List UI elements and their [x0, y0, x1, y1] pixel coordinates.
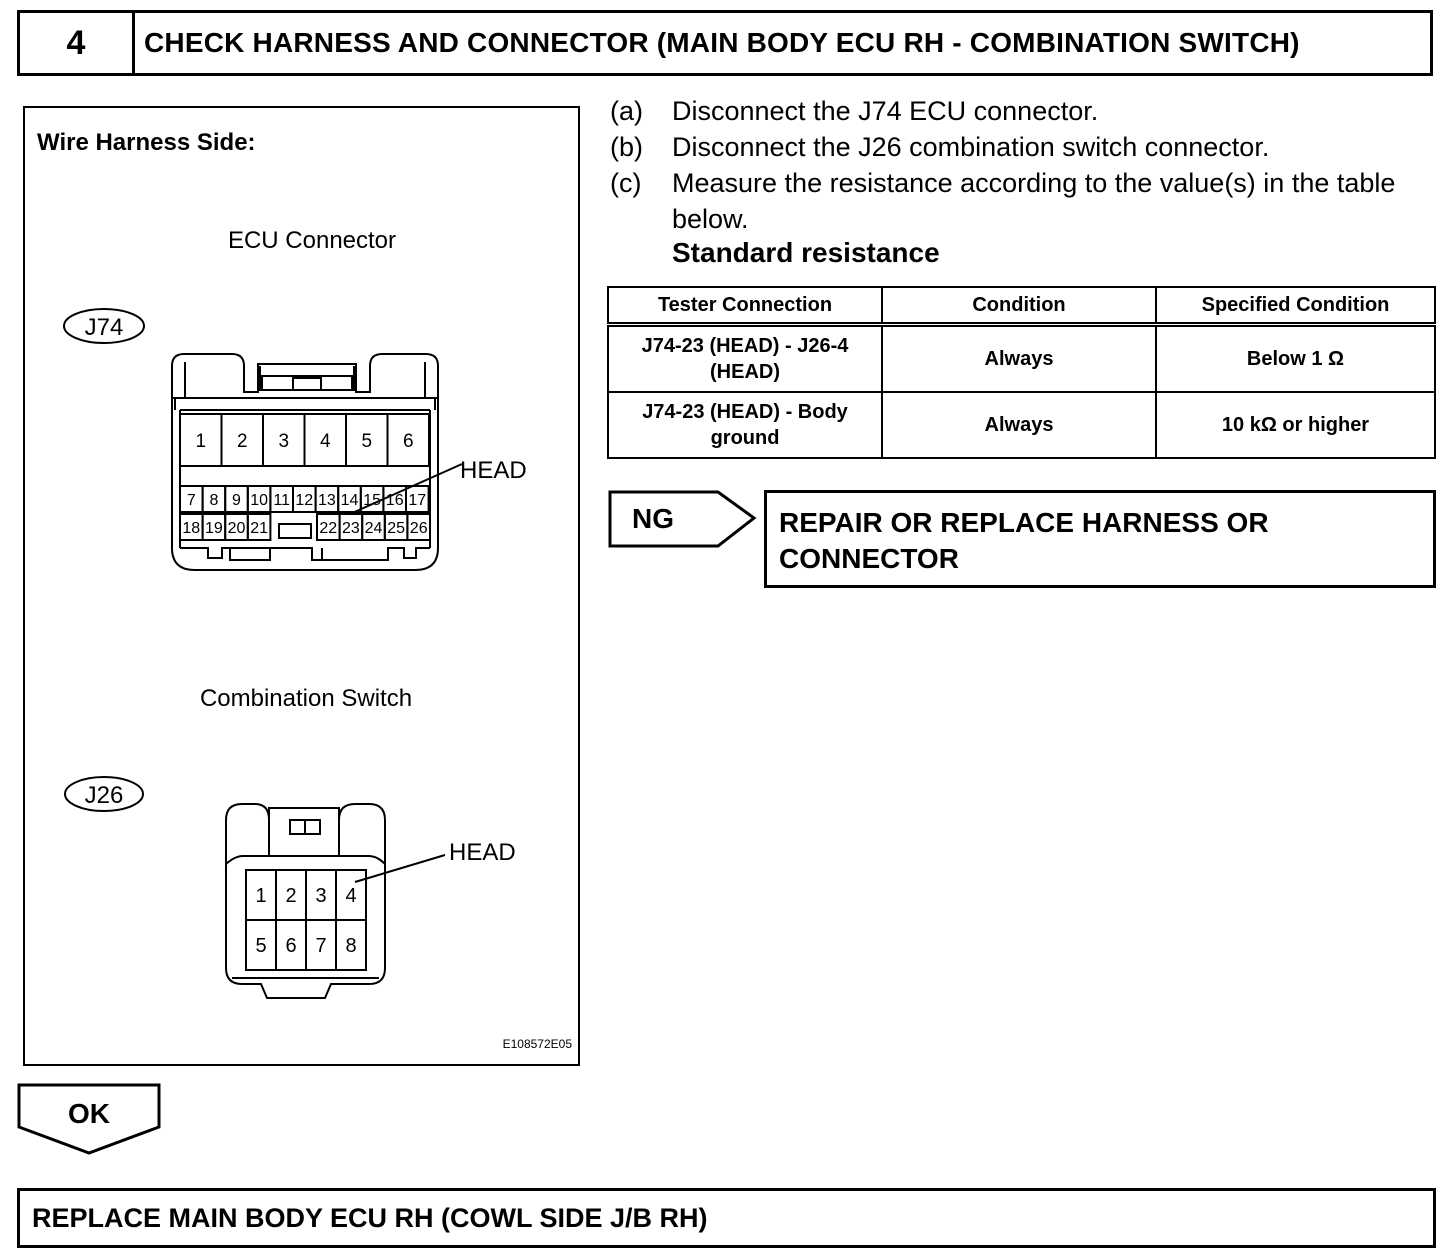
specified-condition-cell: Below 1 Ω [1155, 323, 1436, 393]
header-tester-connection: Tester Connection [607, 286, 883, 327]
ecu-pin-label: 19 [205, 520, 223, 537]
header-condition: Condition [881, 286, 1157, 327]
switch-pin-label: 5 [255, 935, 266, 957]
instruction-text: Measure the resistance according to the … [672, 168, 1396, 234]
switch-head-leader-line [354, 854, 446, 883]
ecu-pin-cell [406, 513, 431, 541]
step-title: CHECK HARNESS AND CONNECTOR (MAIN BODY E… [144, 27, 1300, 58]
ok-arrow: OK [17, 1083, 161, 1155]
condition-cell: Always [881, 391, 1157, 459]
instruction-letter: (c) [610, 168, 642, 198]
j74-badge: J74 [63, 308, 145, 344]
switch-head-callout: HEAD [449, 839, 516, 866]
table-row: J74-23 (HEAD) - Body ground Always 10 kΩ… [607, 391, 1436, 459]
switch-pin-label: 3 [315, 885, 326, 907]
tester-connection-cell: J74-23 (HEAD) - J26-4 (HEAD) [607, 323, 883, 393]
instruction-text: Disconnect the J26 combination switch co… [672, 132, 1270, 162]
ecu-pin-label: 2 [237, 431, 248, 452]
tester-connection-cell: J74-23 (HEAD) - Body ground [607, 391, 883, 459]
switch-pin-label: 8 [345, 935, 356, 957]
ecu-pin-label: 5 [361, 431, 372, 452]
ecu-pin-label: 17 [408, 492, 426, 509]
ecu-pin-label: 4 [320, 431, 331, 452]
table-row: J74-23 (HEAD) - J26-4 (HEAD) Always Belo… [607, 323, 1436, 393]
instruction-item: (b) Disconnect the J26 combination switc… [610, 129, 1450, 165]
ecu-pin-label: 1 [195, 431, 206, 452]
figure-code: E108572E05 [503, 1037, 573, 1051]
ecu-connector-title: ECU Connector [228, 227, 396, 254]
j26-label: J26 [85, 782, 124, 809]
ecu-pin-cell [246, 513, 272, 541]
wire-harness-side-label: Wire Harness Side: [37, 129, 256, 156]
specified-condition-cell: 10 kΩ or higher [1155, 391, 1436, 459]
ecu-pin-label: 21 [250, 520, 268, 537]
j26-badge: J26 [64, 776, 144, 812]
combination-switch-title: Combination Switch [200, 685, 412, 712]
instruction-item: (c) Measure the resistance according to … [610, 165, 1450, 237]
ecu-pin-cell [386, 413, 430, 467]
ecu-pin-label: 14 [341, 492, 359, 509]
ecu-pin-label: 22 [319, 520, 337, 537]
switch-pin-label: 7 [315, 935, 326, 957]
ecu-pin-label: 25 [387, 520, 405, 537]
step-number: 4 [20, 13, 135, 73]
standard-resistance-title: Standard resistance [672, 237, 940, 268]
switch-pin-cell [335, 919, 367, 971]
final-action-text: REPLACE MAIN BODY ECU RH (COWL SIDE J/B … [32, 1202, 708, 1233]
instruction-letter: (a) [610, 96, 643, 126]
ecu-pin-label: 8 [209, 492, 218, 509]
ng-label: NG [632, 503, 674, 534]
ecu-head-leader-line [349, 463, 463, 515]
ecu-pin-label: 23 [342, 520, 360, 537]
ecu-pin-cell [405, 485, 430, 513]
step-header: 4 CHECK HARNESS AND CONNECTOR (MAIN BODY… [17, 10, 1433, 76]
ecu-pin-label: 12 [295, 492, 313, 509]
ok-label: OK [68, 1098, 110, 1129]
instruction-text: Disconnect the J74 ECU connector. [672, 96, 1099, 126]
switch-pin-label: 1 [255, 885, 266, 907]
ecu-pin-label: 13 [318, 492, 336, 509]
switch-pin-label: 2 [285, 885, 296, 907]
instruction-item: (a) Disconnect the J74 ECU connector. [610, 93, 1450, 129]
header-specified-condition: Specified Condition [1155, 286, 1436, 327]
ecu-pin-label: 3 [278, 431, 289, 452]
ng-action-box: REPAIR OR REPLACE HARNESS OR CONNECTOR [764, 490, 1436, 588]
ecu-pin-label: 9 [232, 492, 241, 509]
ecu-pin-label: 20 [228, 520, 246, 537]
ecu-pin-label: 24 [365, 520, 383, 537]
ecu-head-callout: HEAD [460, 457, 527, 484]
condition-cell: Always [881, 323, 1157, 393]
ecu-pin-label: 18 [182, 520, 200, 537]
table-header-row: Tester Connection Condition Specified Co… [607, 286, 1436, 327]
ecu-pin-label: 11 [273, 492, 290, 509]
switch-pin-label: 6 [285, 935, 296, 957]
ng-action-text: REPAIR OR REPLACE HARNESS OR CONNECTOR [779, 507, 1269, 574]
instruction-letter: (b) [610, 132, 643, 162]
final-action-box: REPLACE MAIN BODY ECU RH (COWL SIDE J/B … [17, 1188, 1436, 1248]
switch-connector-body [225, 803, 386, 999]
ecu-pin-label: 6 [403, 431, 414, 452]
ecu-pin-label: 10 [250, 492, 268, 509]
ecu-pin-label: 26 [410, 520, 428, 537]
resistance-table: Tester Connection Condition Specified Co… [607, 286, 1436, 459]
j74-label: J74 [85, 314, 124, 341]
switch-pin-label: 4 [345, 885, 356, 907]
ng-arrow: NG [608, 490, 757, 548]
ecu-pin-label: 7 [187, 492, 196, 509]
ecu-pin-label: 15 [363, 492, 381, 509]
